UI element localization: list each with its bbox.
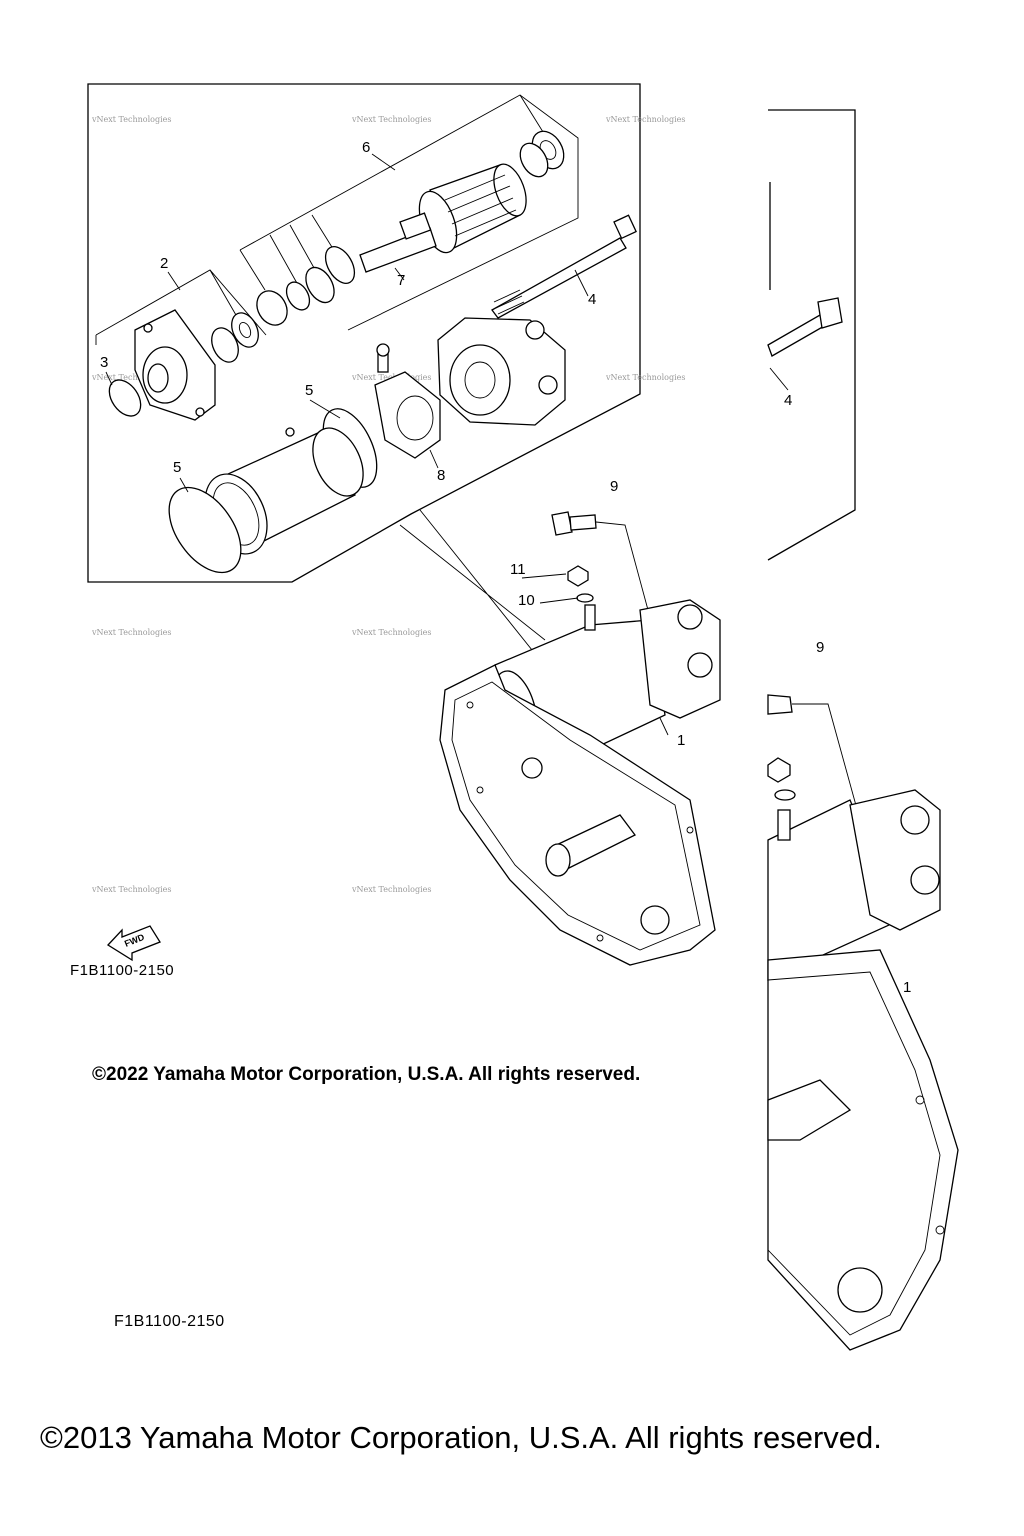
brush-holder: [374, 343, 441, 459]
watermark: vNext Technologies: [91, 115, 171, 124]
callouts: 6 2 7 4 3 5 5 8 9 11 10 1 4 9 1: [100, 139, 911, 996]
mounting-bolt-right: [767, 694, 793, 715]
leader-9-right: [792, 703, 861, 821]
washer-10: [576, 593, 594, 603]
callout-1-right: 1: [903, 979, 911, 996]
callout-8: 8: [437, 467, 445, 484]
bearing-washers: [211, 312, 259, 363]
mounting-bolt-9: [551, 511, 597, 536]
watermark: vNext Technologies: [605, 373, 685, 382]
nut-11: [567, 565, 589, 587]
leader-4-right: [769, 367, 789, 391]
callout-5: 5: [305, 382, 313, 399]
engine-case: [439, 664, 716, 966]
bracket-lines-6: [239, 94, 549, 291]
thrust-washers-lower: [256, 246, 356, 326]
callout-3: 3: [100, 354, 108, 371]
watermark: vNext Technologies: [91, 628, 171, 637]
armature: [359, 163, 527, 273]
watermark: vNext Technologies: [91, 885, 171, 894]
fwd-arrow: FWD: [106, 925, 161, 962]
watermark: vNext Technologies: [351, 628, 431, 637]
callout-9-right: 9: [816, 639, 824, 656]
callout-9: 9: [610, 478, 618, 495]
diagram-code-upper: F1B1100-2150: [70, 962, 175, 979]
front-cover: [134, 309, 216, 421]
starter-motor-right: [767, 789, 941, 982]
callout-6: 6: [362, 139, 370, 156]
engine-case-right: [767, 949, 959, 1351]
nut-right: [767, 757, 791, 783]
callout-7: 7: [397, 272, 405, 289]
watermark: vNext Technologies: [91, 373, 171, 382]
callout-1: 1: [677, 732, 685, 749]
leader-lines: [105, 153, 669, 736]
through-bolt-upper: [491, 214, 637, 319]
watermark: vNext Technologies: [351, 885, 431, 894]
exploded-view-frame: [87, 83, 641, 583]
callout-11: 11: [510, 561, 526, 578]
diagram-code-lower: F1B1100-2150: [114, 1313, 225, 1330]
o-ring-3: [108, 379, 142, 417]
leader-9: [595, 521, 649, 611]
secondary-view-frame: [767, 109, 856, 561]
washer-right: [774, 789, 796, 801]
bracket-part-6: [239, 94, 579, 331]
callout-4-right: 4: [784, 392, 792, 409]
o-ring-5-lower: [168, 486, 242, 574]
callout-2: 2: [160, 255, 168, 272]
callout-10: 10: [518, 592, 535, 609]
copyright-2022: ©2022 Yamaha Motor Corporation, U.S.A. A…: [92, 1064, 641, 1085]
through-bolt-right: [767, 297, 843, 357]
rear-cover: [437, 317, 566, 426]
watermark: vNext Technologies: [351, 115, 431, 124]
callout-4: 4: [588, 291, 596, 308]
callout-5: 5: [173, 459, 181, 476]
thrust-washers-top: [519, 130, 565, 178]
bracket-part-2: [95, 269, 267, 336]
watermark: vNext Technologies: [605, 115, 685, 124]
copyright-2013: ©2013 Yamaha Motor Corporation, U.S.A. A…: [40, 1420, 882, 1455]
